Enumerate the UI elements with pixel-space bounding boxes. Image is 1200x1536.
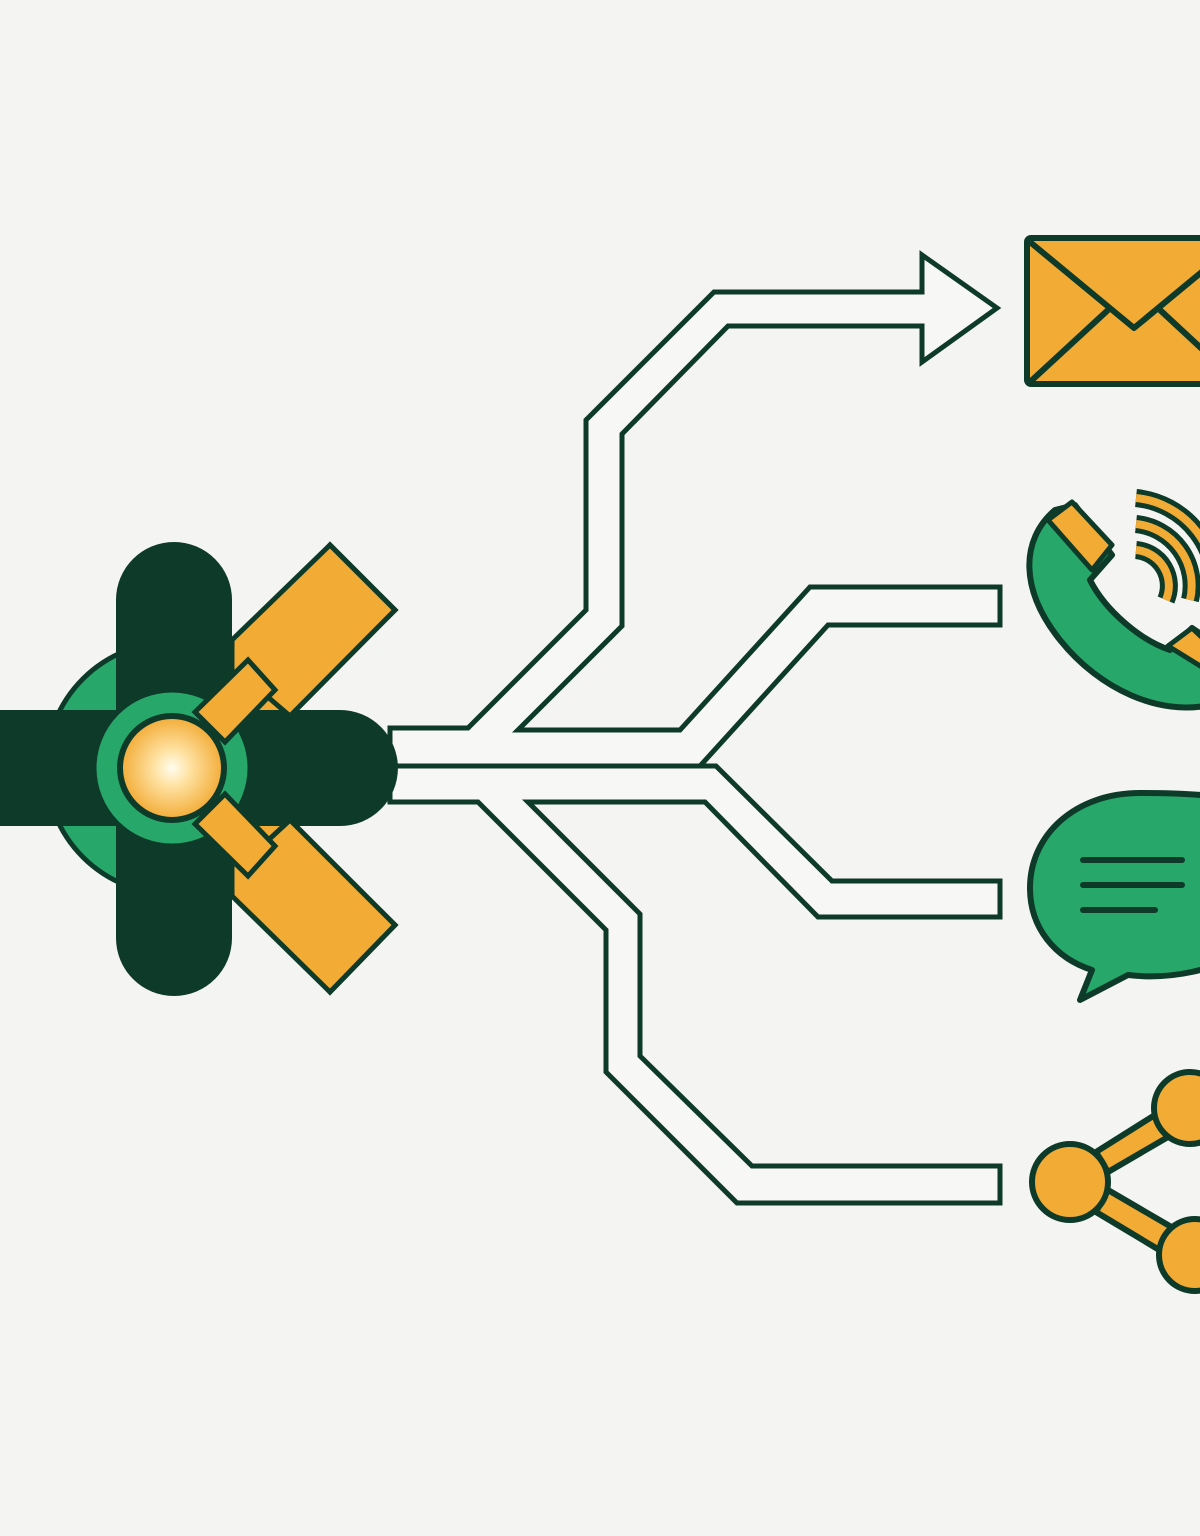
hub-switch-icon: [0, 541, 399, 996]
share-network-icon: [1029, 1069, 1200, 1294]
connector-email-arrow: [387, 250, 1003, 769]
envelope-icon: [1024, 235, 1200, 387]
hub-core: [117, 713, 227, 823]
connector-chat-line: [387, 763, 1003, 1206]
connectors: [387, 250, 1003, 1206]
phone-ringing-icon: [1026, 489, 1200, 711]
speech-bubble-icon: [1027, 790, 1200, 1003]
